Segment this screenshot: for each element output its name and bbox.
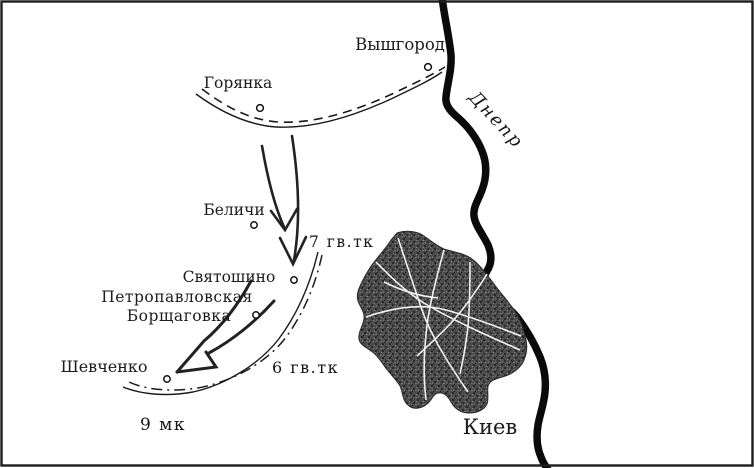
label-svyatoshino: Святошино (183, 268, 276, 286)
marker-belichi (250, 221, 258, 229)
label-goryanka: Горянка (204, 74, 273, 92)
label-unit-6gvtk: 6 гв.тк (272, 358, 339, 377)
frontline-south-solid (122, 251, 319, 396)
frontline-north-dashed (201, 66, 446, 124)
label-shevchenko: Шевченко (60, 357, 147, 376)
settlement-markers (163, 62, 433, 383)
kyiv-street-lines (365, 237, 522, 401)
frontline-north-solid (195, 71, 443, 128)
marker-goryanka (255, 103, 265, 113)
label-petropavlovskaya: Петропавловская (101, 288, 253, 306)
marker-svyatoshino (290, 276, 298, 284)
marker-vyshgorod (423, 62, 433, 72)
label-vyshgorod: Вышгород (355, 35, 445, 54)
attack-arrow-west (260, 144, 299, 233)
dnieper-river-path (438, 0, 552, 468)
marker-shevchenko (163, 375, 171, 383)
attack-arrow-east (278, 134, 308, 267)
label-borshchagovka: Борщаговка (127, 307, 231, 325)
frontline-south-dashdot (128, 254, 323, 391)
marker-borshchagovka (252, 311, 260, 319)
label-unit-9mk: 9 мк (140, 415, 186, 435)
attack-arrow-southwest (175, 279, 276, 374)
label-kiev: Киев (463, 415, 518, 439)
label-unit-7gvtk: 7 гв.тк (309, 233, 374, 251)
label-belichi: Беличи (203, 201, 264, 219)
